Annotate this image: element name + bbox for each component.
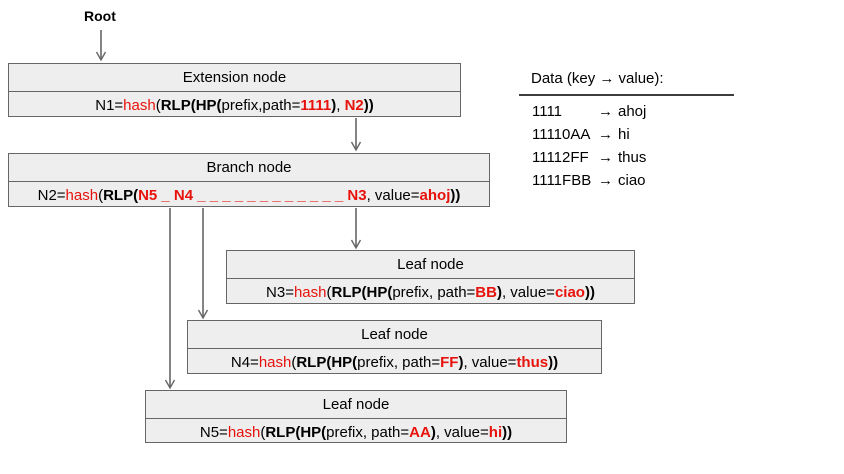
branch-to-leaf-n5-arrow bbox=[164, 208, 176, 390]
extension-node-title: Extension node bbox=[182, 69, 287, 86]
right-arrow-icon: → bbox=[598, 103, 613, 120]
legend-row: 11112FF → thus bbox=[532, 146, 734, 169]
root-arrow bbox=[95, 30, 107, 62]
leaf-node-n3-formula: N3=hash(RLP(HP(prefix, path=BB), value=c… bbox=[227, 278, 634, 305]
legend-value: ciao bbox=[618, 172, 646, 189]
leaf-node-n5-box: Leaf node N5=hash(RLP(HP(prefix, path=AA… bbox=[145, 390, 567, 443]
root-label: Root bbox=[84, 8, 116, 24]
right-arrow-icon: → bbox=[598, 172, 613, 189]
legend-row: 11110AA → hi bbox=[532, 123, 734, 146]
legend-row: 1111 → ahoj bbox=[532, 100, 734, 123]
branch-node-formula: N2=hash(RLP(N5 _ N4 _ _ _ _ _ _ _ _ _ _ … bbox=[9, 181, 489, 208]
legend-value: hi bbox=[618, 126, 630, 143]
branch-node-box: Branch node N2=hash(RLP(N5 _ N4 _ _ _ _ … bbox=[8, 153, 490, 207]
legend-value: ahoj bbox=[618, 103, 647, 120]
data-legend-title: Data (key → value): bbox=[531, 70, 664, 87]
extension-to-branch-arrow bbox=[350, 118, 362, 152]
right-arrow-icon: → bbox=[598, 149, 613, 166]
leaf-node-n4-box: Leaf node N4=hash(RLP(HP(prefix, path=FF… bbox=[187, 320, 602, 374]
data-legend: Data (key → value): 1111 → ahoj 11110AA → hi… bbox=[519, 70, 734, 192]
extension-node-formula: N1=hash(RLP(HP(prefix,path=1111), N2)) bbox=[9, 91, 460, 118]
leaf-node-n5-formula: N5=hash(RLP(HP(prefix, path=AA), value=h… bbox=[146, 418, 566, 445]
data-legend-rows: 1111 → ahoj 11110AA → hi 11112FF → thus 1111FB… bbox=[519, 100, 734, 192]
legend-row: 1111FBB → ciao bbox=[532, 169, 734, 192]
legend-key: 11112FF bbox=[532, 149, 589, 166]
leaf-node-n5-title: Leaf node bbox=[322, 396, 390, 413]
leaf-node-n4-formula: N4=hash(RLP(HP(prefix, path=FF), value=t… bbox=[188, 348, 601, 375]
legend-key: 1111FBB bbox=[532, 172, 592, 189]
extension-node-box: Extension node N1=hash(RLP(HP(prefix,pat… bbox=[8, 63, 461, 117]
leaf-node-n4-title: Leaf node bbox=[361, 326, 428, 343]
branch-node-title: Branch node bbox=[206, 159, 292, 176]
branch-to-leaf-n3-arrow bbox=[350, 208, 362, 250]
legend-key: 1111 bbox=[532, 103, 563, 120]
branch-to-leaf-n4-arrow bbox=[197, 208, 209, 320]
legend-key: 11110AA bbox=[532, 126, 591, 143]
data-legend-divider bbox=[519, 94, 734, 96]
legend-value: thus bbox=[618, 149, 647, 166]
right-arrow-icon: → bbox=[598, 126, 613, 143]
leaf-node-n3-box: Leaf node N3=hash(RLP(HP(prefix, path=BB… bbox=[226, 250, 635, 304]
leaf-node-n3-title: Leaf node bbox=[397, 256, 464, 273]
